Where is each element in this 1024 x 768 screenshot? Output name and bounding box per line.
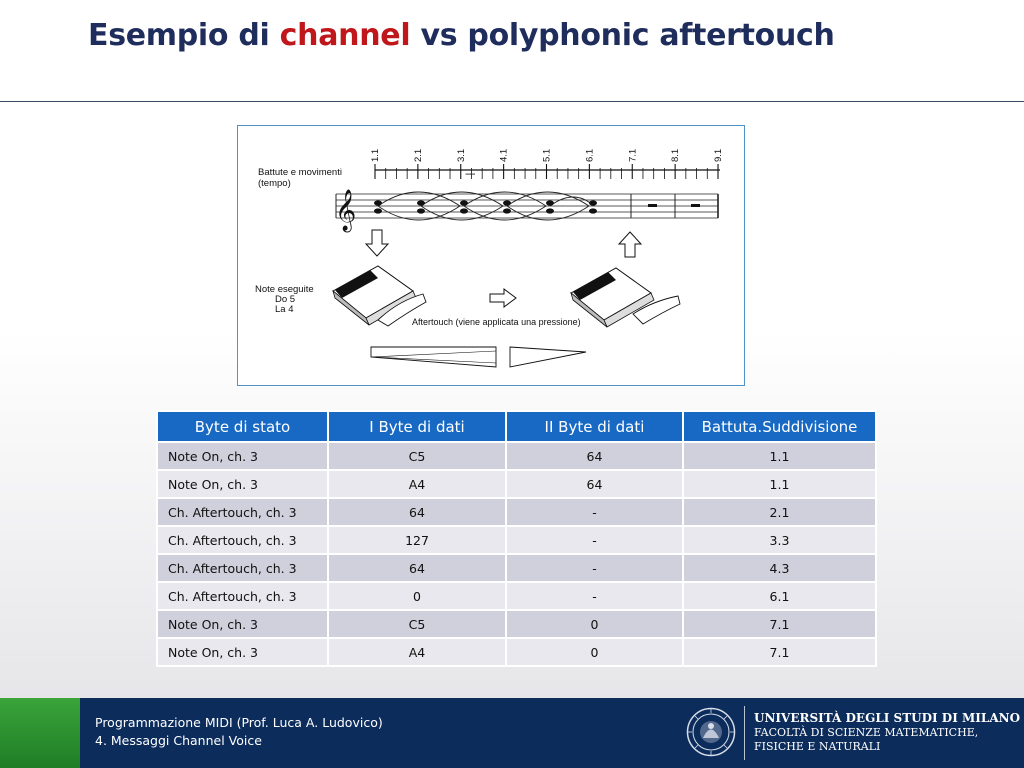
beat-label: 5.1 [542,149,553,162]
aftertouch-figure: 1.1 2.1 3.1 4.1 5.1 6.1 7.1 8.1 9.1 Battute e mo… [237,125,745,386]
faculty-line-1: FACOLTÀ DI SCIENZE MATEMATICHE, [754,726,979,739]
faculty-line-2: FISICHE E NATURALI [754,740,881,753]
treble-clef-icon: 𝄞 [335,189,356,232]
music-staff: 𝄞 [335,189,719,232]
footer-accent-block [0,698,80,768]
pressure-wedges [370,346,587,368]
cell-beat: 6.1 [682,581,877,611]
table-row: Note On, ch. 3 A4 64 1.1 [156,469,877,499]
cell-beat: 4.3 [682,553,877,583]
cell-status: Note On, ch. 3 [156,609,329,639]
cell-data1: A4 [327,469,507,499]
table-row: Ch. Aftertouch, ch. 3 127 - 3.3 [156,525,877,555]
beat-label: 1.1 [370,149,381,162]
beat-label: 8.1 [670,149,681,162]
keyboard-left-icon [332,265,427,327]
cell-data1: C5 [327,609,507,639]
notes-label-line1: Note eseguite [255,284,314,295]
cell-data2: - [505,525,684,555]
beat-label: 9.1 [713,149,724,162]
arrow-right-icon [489,288,517,308]
table-row: Note On, ch. 3 C5 64 1.1 [156,441,877,471]
tempo-label-line1: Battute e movimenti [258,167,342,178]
title-accent-word: channel [279,18,411,53]
cell-data1: 127 [327,525,507,555]
beat-label: 6.1 [584,149,595,162]
course-line-2: 4. Messaggi Channel Voice [95,733,262,748]
notes-label-line2: Do 5 [275,294,295,305]
aftertouch-diagram: 1.1 2.1 3.1 4.1 5.1 6.1 7.1 8.1 9.1 Battute e mo… [255,149,724,368]
slide-footer: Programmazione MIDI (Prof. Luca A. Ludov… [0,698,1024,768]
cell-data1: A4 [327,637,507,667]
table-row: Ch. Aftertouch, ch. 3 64 - 4.3 [156,553,877,583]
cell-beat: 7.1 [682,609,877,639]
cell-status: Note On, ch. 3 [156,637,329,667]
arrow-down-icon [364,229,390,257]
aftertouch-label: Aftertouch (viene applicata una pression… [412,317,581,327]
cell-data1: 64 [327,553,507,583]
beat-label: 4.1 [499,149,510,162]
ruler-ticks: 1.1 2.1 3.1 4.1 5.1 6.1 7.1 8.1 9.1 [370,149,724,179]
arrow-up-icon [617,231,643,258]
cell-status: Note On, ch. 3 [156,441,329,471]
header-first-data-byte: I Byte di dati [327,410,507,443]
cell-data1: 0 [327,581,507,611]
table-row: Ch. Aftertouch, ch. 3 64 - 2.1 [156,497,877,527]
table-row: Note On, ch. 3 C5 0 7.1 [156,609,877,639]
cell-status: Note On, ch. 3 [156,469,329,499]
header-second-data-byte: II Byte di dati [505,410,684,443]
header-beat-subdivision: Battuta.Suddivisione [682,410,877,443]
cell-beat: 1.1 [682,441,877,471]
cell-status: Ch. Aftertouch, ch. 3 [156,525,329,555]
university-name: UNIVERSITÀ DEGLI STUDI DI MILANO [754,711,1021,725]
cell-data2: - [505,553,684,583]
title-part-2: vs polyphonic aftertouch [410,18,835,53]
cell-data2: - [505,497,684,527]
tempo-ruler: 1.1 2.1 3.1 4.1 5.1 6.1 7.1 8.1 9.1 [370,149,724,179]
university-block: UNIVERSITÀ DEGLI STUDI DI MILANO FACOLTÀ… [754,710,1020,754]
table-row: Note On, ch. 3 A4 0 7.1 [156,637,877,667]
beat-label: 2.1 [413,149,424,162]
course-line-1: Programmazione MIDI (Prof. Luca A. Ludov… [95,715,383,730]
university-seal-icon [686,707,736,757]
cell-data2: 64 [505,469,684,499]
cell-data2: - [505,581,684,611]
tempo-label-line2: (tempo) [258,178,291,189]
cell-status: Ch. Aftertouch, ch. 3 [156,497,329,527]
cell-data2: 0 [505,637,684,667]
cell-beat: 1.1 [682,469,877,499]
course-info: Programmazione MIDI (Prof. Luca A. Ludov… [95,714,383,750]
cell-beat: 3.3 [682,525,877,555]
dot-1: | [465,173,476,176]
footer-divider [744,706,745,760]
cell-data1: 64 [327,497,507,527]
keyboard-right-icon [570,267,681,328]
beat-label: 3.1 [456,149,467,162]
cell-data2: 64 [505,441,684,471]
slide-title: Esempio di channel vs polyphonic afterto… [88,18,835,53]
beat-label: 7.1 [627,149,638,162]
title-part-1: Esempio di [88,18,280,53]
notes-label-line3: La 4 [275,304,294,315]
cell-data1: C5 [327,441,507,471]
cell-data2: 0 [505,609,684,639]
cell-beat: 2.1 [682,497,877,527]
cell-beat: 7.1 [682,637,877,667]
cell-status: Ch. Aftertouch, ch. 3 [156,581,329,611]
table-header-row: Byte di stato I Byte di dati II Byte di … [156,410,877,443]
table-row: Ch. Aftertouch, ch. 3 0 - 6.1 [156,581,877,611]
cell-status: Ch. Aftertouch, ch. 3 [156,553,329,583]
header-status-byte: Byte di stato [156,410,329,443]
title-divider [0,101,1024,102]
midi-message-table: Byte di stato I Byte di dati II Byte di … [156,410,877,667]
